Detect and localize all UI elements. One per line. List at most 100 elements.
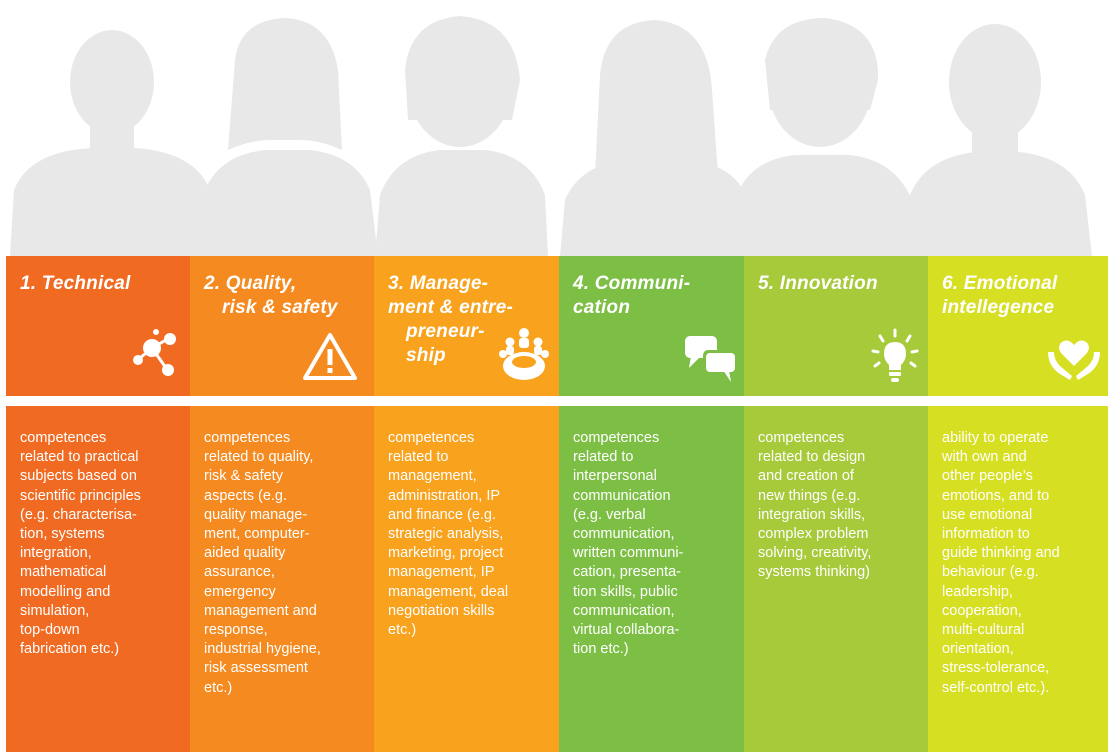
desc-line: guide thinking and xyxy=(942,545,1060,562)
innovation-description: competences related to design and creati… xyxy=(744,406,928,752)
desc-line: top-down xyxy=(20,622,80,639)
warning-triangle-icon xyxy=(302,332,358,382)
desc-line: (e.g. characterisa- xyxy=(20,506,137,523)
desc-line: complex problem xyxy=(758,526,869,543)
person-silhouette xyxy=(905,24,1092,256)
emotional-title: 6. Emotional intellegence xyxy=(942,272,1098,320)
desc-line: competences xyxy=(573,430,660,446)
desc-line: interpersonal xyxy=(573,468,657,485)
title-line: 6. Emotional xyxy=(942,273,1058,294)
management-description: competences related to management, admin… xyxy=(374,406,559,752)
desc-line: other people’s xyxy=(942,468,1033,485)
desc-line: ability to operate xyxy=(942,430,1049,446)
desc-line: information to xyxy=(942,526,1030,543)
title-line: 2. Quality, xyxy=(204,273,297,294)
desc-line: cooperation, xyxy=(942,602,1022,619)
desc-line: risk & safety xyxy=(204,468,283,485)
desc-line: ment, computer- xyxy=(204,526,310,543)
person-silhouette xyxy=(375,16,548,256)
title-line: 3. Manage- xyxy=(388,273,489,294)
lightbulb-icon xyxy=(870,328,920,384)
desc-line: communication xyxy=(573,487,671,504)
desc-line: competences xyxy=(388,430,475,446)
title-line: preneur- xyxy=(406,321,485,342)
desc-line: scientific principles xyxy=(20,487,141,504)
desc-line: integration skills, xyxy=(758,506,866,523)
person-silhouette xyxy=(730,18,918,256)
desc-line: industrial hygiene, xyxy=(204,641,321,658)
desc-line: behaviour (e.g. xyxy=(942,564,1039,581)
person-silhouette xyxy=(200,18,378,256)
desc-line: related to xyxy=(573,449,634,466)
desc-line: emotions, and to xyxy=(942,487,1050,504)
desc-line: modelling and xyxy=(20,583,111,600)
desc-line: competences xyxy=(20,430,107,446)
desc-line: emergency xyxy=(204,583,276,600)
desc-line: orientation, xyxy=(942,641,1014,658)
desc-line: quality manage- xyxy=(204,506,308,523)
desc-line: fabrication etc.) xyxy=(20,641,120,658)
management-header: 3. Manage- ment & entre- preneur- ship xyxy=(374,256,559,396)
technical-header: 1. Technical xyxy=(6,256,190,396)
communication-header: 4. Communi- cation xyxy=(559,256,744,396)
desc-line: management and xyxy=(204,602,317,619)
desc-line: management, deal xyxy=(388,583,509,600)
people-silhouettes xyxy=(10,16,1092,256)
desc-line: virtual collabora- xyxy=(573,622,680,639)
desc-line: and finance (e.g. xyxy=(388,506,497,523)
desc-line: aspects (e.g. xyxy=(204,487,288,504)
desc-line: cation, presenta- xyxy=(573,564,682,581)
desc-line: subjects based on xyxy=(20,468,137,485)
emotional-header: 6. Emotional intellegence xyxy=(928,256,1108,396)
desc-line: use emotional xyxy=(942,506,1033,523)
desc-line: strategic analysis, xyxy=(388,526,504,543)
quality-title: 2. Quality, risk & safety xyxy=(204,272,364,320)
desc-line: communication, xyxy=(573,526,675,543)
innovation-title: 5. Innovation xyxy=(758,273,878,294)
title-line: cation xyxy=(573,297,631,318)
desc-line: administration, IP xyxy=(388,487,501,504)
desc-line: management, IP xyxy=(388,564,495,581)
management-title: 3. Manage- ment & entre- preneur- ship xyxy=(388,272,549,368)
title-line: risk & safety xyxy=(222,297,338,318)
title-line: 4. Communi- xyxy=(573,273,691,294)
technical-title: 1. Technical xyxy=(20,273,131,294)
desc-line: related to quality, xyxy=(204,449,314,466)
desc-line: management, xyxy=(388,468,477,485)
desc-line: mathematical xyxy=(20,564,107,581)
desc-line: tion skills, public xyxy=(573,583,678,600)
communication-description: competences related to interpersonal com… xyxy=(559,406,744,752)
desc-line: assurance, xyxy=(204,564,275,581)
desc-line: multi-cultural xyxy=(942,622,1025,639)
desc-line: solving, creativity, xyxy=(758,545,872,562)
desc-line: related to design xyxy=(758,449,866,466)
desc-line: response, xyxy=(204,622,268,639)
emotional-description: ability to operate with own and other pe… xyxy=(928,406,1108,752)
desc-line: systems thinking) xyxy=(758,564,871,581)
desc-line: tion, systems xyxy=(20,526,105,543)
heart-in-hands-icon xyxy=(1046,336,1102,382)
technical-description: competences related to practical subject… xyxy=(6,406,190,752)
desc-line: negotiation skills xyxy=(388,602,495,619)
desc-line: related to practical xyxy=(20,449,139,466)
speech-bubbles-icon xyxy=(683,334,739,384)
desc-line: marketing, project xyxy=(388,545,504,562)
communication-title: 4. Communi- cation xyxy=(573,272,734,320)
desc-line: etc.) xyxy=(204,679,233,696)
desc-line: written communi- xyxy=(573,545,684,562)
molecule-icon xyxy=(126,326,182,378)
person-silhouette xyxy=(560,20,752,256)
desc-line: competences xyxy=(758,430,845,446)
desc-line: self-control etc.). xyxy=(942,679,1050,696)
desc-line: with own and xyxy=(942,449,1027,466)
desc-line: tion etc.) xyxy=(573,641,629,658)
desc-line: stress-tolerance, xyxy=(942,660,1050,677)
desc-line: competences xyxy=(204,430,291,446)
desc-line: communication, xyxy=(573,602,675,619)
person-silhouette xyxy=(10,30,214,256)
team-meeting-icon xyxy=(498,326,550,382)
quality-header: 2. Quality, risk & safety xyxy=(190,256,374,396)
desc-line: aided quality xyxy=(204,545,286,562)
desc-line: (e.g. verbal xyxy=(573,506,646,523)
desc-line: leadership, xyxy=(942,583,1013,600)
